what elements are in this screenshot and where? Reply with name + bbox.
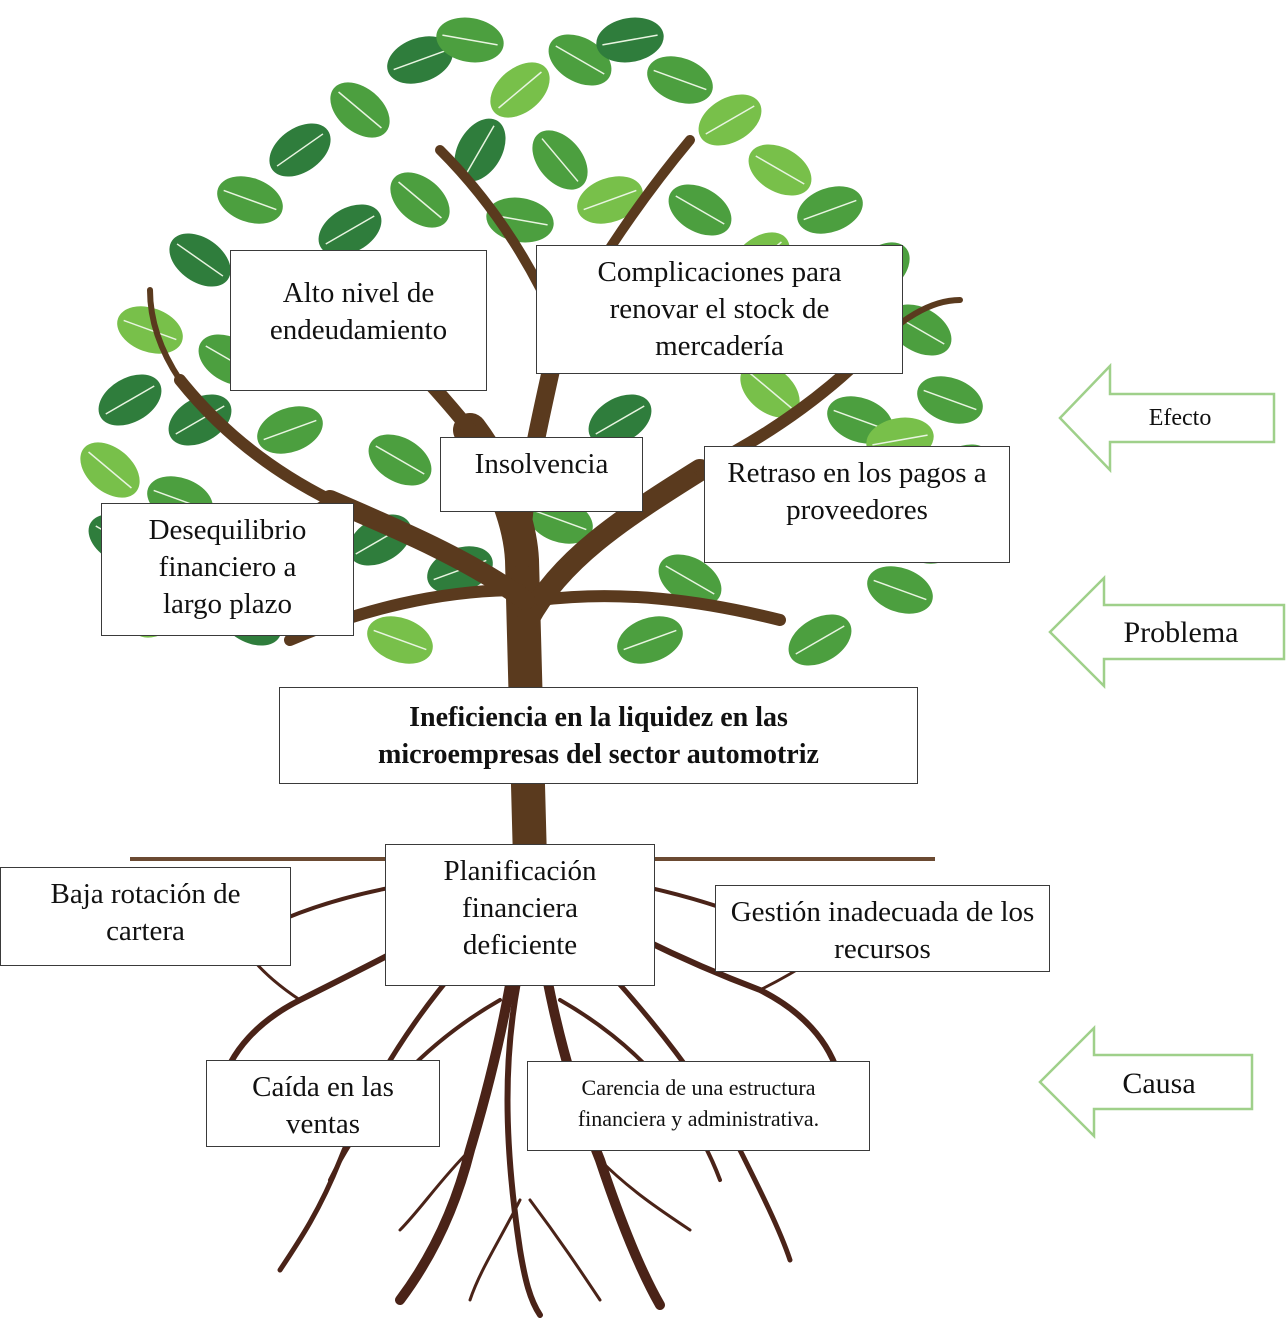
leaf-vein bbox=[533, 509, 587, 531]
effect-retraso-text: Retraso en los pagos a proveedores bbox=[727, 457, 987, 526]
leaf-vein bbox=[176, 243, 224, 277]
leaf-vein bbox=[653, 69, 707, 91]
leaf-vein bbox=[263, 419, 317, 441]
leaf-vein bbox=[583, 189, 637, 211]
leaf-vein bbox=[555, 45, 605, 75]
root-strand bbox=[398, 1148, 472, 1232]
leaf-vein bbox=[393, 49, 447, 71]
arrow-problema bbox=[1048, 574, 1286, 690]
cause-caida-ventas: Caída en las ventas bbox=[206, 1060, 440, 1147]
leaf-vein bbox=[705, 105, 755, 135]
leaf-vein bbox=[595, 405, 645, 435]
leaf-vein bbox=[602, 34, 658, 46]
effect-insolvencia-text: Insolvencia bbox=[474, 448, 609, 480]
leaf-vein bbox=[795, 625, 845, 655]
leaf-vein bbox=[675, 195, 725, 225]
leaf-vein bbox=[325, 215, 375, 245]
leaf-vein bbox=[105, 385, 155, 415]
cause-gestion-text: Gestión inadecuada de los recursos bbox=[730, 896, 1035, 965]
leaf-vein bbox=[373, 629, 427, 651]
leaf-vein bbox=[276, 133, 324, 167]
effect-complicaciones-text: Complicaciones para renovar el stock de … bbox=[597, 256, 842, 362]
root-strand bbox=[598, 1158, 692, 1232]
leaf-vein bbox=[338, 91, 382, 129]
effect-desequilibrio-financiero: Desequilibrio financiero a largo plazo bbox=[101, 503, 354, 636]
leaf-vein bbox=[803, 199, 857, 221]
cause-planificacion-text: Planificación financiera deficiente bbox=[443, 855, 597, 961]
effect-alto-nivel-endeudamiento: Alto nivel de endeudamiento bbox=[230, 250, 487, 391]
leaf-vein bbox=[398, 181, 442, 219]
problem-box: Ineficiencia en la liquidez en las micro… bbox=[279, 687, 918, 784]
leaf-vein bbox=[873, 579, 927, 601]
effect-desequilibrio-text: Desequilibrio financiero a largo plazo bbox=[148, 514, 307, 620]
leaf-vein bbox=[442, 34, 498, 46]
leaf-vein bbox=[923, 389, 977, 411]
arrow-efecto bbox=[1058, 362, 1276, 474]
root-strand bbox=[504, 947, 543, 1318]
leaf-vein bbox=[872, 434, 928, 446]
cause-caida-text: Caída en las ventas bbox=[252, 1071, 394, 1140]
root-strand bbox=[528, 1198, 602, 1302]
arrow-causa-label: Causa bbox=[1122, 1067, 1196, 1100]
arrow-problema-label: Problema bbox=[1123, 616, 1239, 649]
leaf-vein bbox=[223, 189, 277, 211]
problem-text: Ineficiencia en la liquidez en las micro… bbox=[378, 701, 819, 770]
effect-retraso-pagos: Retraso en los pagos a proveedores bbox=[704, 446, 1010, 563]
cause-carencia-estructura: Carencia de una estructura financiera y … bbox=[527, 1061, 870, 1151]
effect-alto-nivel-text: Alto nivel de endeudamiento bbox=[269, 277, 448, 346]
leaf-vein bbox=[88, 451, 132, 489]
leaf-vein bbox=[665, 565, 715, 595]
cause-baja-rotacion-text: Baja rotación de cartera bbox=[50, 878, 241, 947]
leaf-vein bbox=[175, 405, 225, 435]
effect-insolvencia: Insolvencia bbox=[440, 437, 643, 512]
leaf-vein bbox=[375, 445, 425, 475]
cause-gestion-inadecuada: Gestión inadecuada de los recursos bbox=[715, 885, 1050, 972]
root-strand bbox=[468, 1198, 522, 1302]
leaf-vein bbox=[123, 319, 177, 341]
cause-baja-rotacion: Baja rotación de cartera bbox=[0, 867, 291, 966]
arrow-efecto-label: Efecto bbox=[1148, 405, 1212, 431]
leaf-vein bbox=[623, 629, 677, 651]
leaf-vein bbox=[755, 155, 805, 185]
leaf-vein bbox=[748, 371, 792, 409]
cause-carencia-text: Carencia de una estructura financiera y … bbox=[577, 1075, 820, 1131]
leaf-vein bbox=[541, 138, 579, 182]
arrow-causa bbox=[1038, 1024, 1254, 1140]
leaf-vein bbox=[498, 71, 542, 109]
leaf-vein bbox=[465, 125, 495, 175]
effect-complicaciones-stock: Complicaciones para renovar el stock de … bbox=[536, 245, 903, 374]
cause-planificacion-financiera: Planificación financiera deficiente bbox=[385, 844, 655, 986]
